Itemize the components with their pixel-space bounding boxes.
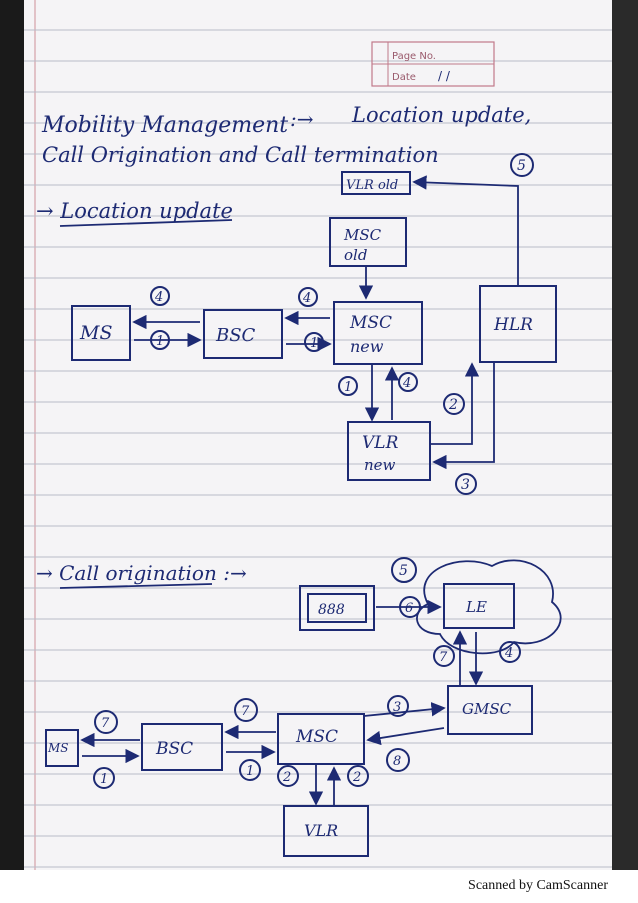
title-line2: Call Origination and Call termination: [42, 143, 439, 167]
title-left: Mobility Management: [41, 113, 288, 138]
notebook-page: Page No. Date / / Mobility Management :→…: [0, 0, 638, 870]
bsc2-box: [141, 723, 223, 771]
call-origination-arrows: [80, 599, 484, 806]
lu-step: 4: [302, 291, 311, 306]
le-box: [443, 583, 515, 629]
lu-step: 1: [344, 380, 352, 395]
date-value: / /: [438, 69, 451, 83]
terminal-box: [299, 585, 375, 631]
co-step: 3: [393, 700, 401, 715]
vlr-new-label-2: new: [364, 456, 396, 474]
co-step: 6: [405, 601, 413, 616]
date-label: Date: [392, 72, 416, 83]
scan-shadow-left: [0, 0, 24, 870]
bsc2-label: BSC: [155, 739, 193, 759]
call-origination-heading: → Call origination :→: [36, 561, 247, 585]
title-right: Location update,: [351, 103, 531, 127]
msc2-label: MSC: [295, 727, 338, 747]
vlr2-box: [283, 805, 369, 857]
lu-step: 5: [517, 158, 526, 174]
msc-new-label-1: MSC: [349, 313, 392, 333]
terminal-screen: [307, 593, 367, 623]
co-step: 4: [504, 646, 513, 661]
gmsc-box: [447, 685, 533, 735]
vlr-old-label: VLR old: [346, 178, 398, 193]
msc-new-box: [333, 301, 423, 365]
lu-step: 1: [156, 334, 164, 349]
scan-shadow-right: [612, 0, 638, 870]
terminal-label: 888: [318, 602, 345, 618]
msc-old-label-1: MSC: [343, 226, 382, 244]
page-date-stamp: Page No. Date / /: [371, 41, 495, 87]
vlr2-label: VLR: [304, 821, 338, 840]
call-origination-steps: 5 6 7 4 3 8 7 1 7 1 2 2: [93, 557, 521, 789]
msc-old-box: [329, 217, 407, 267]
vlr-old-box: [341, 171, 411, 195]
co-step: 1: [246, 764, 254, 779]
vlr-new-box: [347, 421, 431, 481]
hlr-label: HLR: [493, 315, 533, 335]
co-step: 2: [282, 770, 291, 785]
ms-label: MS: [79, 322, 112, 344]
vlr-new-label-1: VLR: [362, 433, 399, 453]
lu-step: 4: [402, 376, 411, 391]
ms-box: [71, 305, 131, 361]
lu-step: 4: [154, 290, 163, 305]
heading-underline: [59, 219, 233, 227]
location-update-heading: → Location update: [36, 199, 233, 223]
lu-step: 1: [310, 336, 318, 351]
title-arrow: :→: [290, 107, 314, 131]
bsc-box: [203, 309, 283, 359]
co-step: 5: [399, 563, 408, 579]
ms2-box: [45, 729, 79, 767]
heading-underline: [59, 583, 213, 589]
network-cloud: [416, 559, 562, 655]
bsc-label: BSC: [215, 325, 256, 346]
co-step: 8: [393, 754, 401, 769]
co-step: 7: [439, 650, 448, 665]
msc2-box: [277, 713, 365, 765]
msc-new-label-2: new: [350, 337, 384, 356]
location-update-steps: 4 1 4 1 1 4 2 3 5: [150, 153, 534, 495]
ms2-label: MS: [47, 741, 69, 755]
le-label: LE: [465, 598, 487, 616]
gmsc-label: GMSC: [462, 700, 512, 718]
co-step: 1: [100, 772, 108, 787]
lu-step: 3: [461, 477, 470, 493]
msc-old-label-2: old: [344, 246, 367, 264]
footer-bar: Scanned by CamScanner: [0, 870, 638, 903]
lu-step: 2: [448, 397, 458, 413]
co-step: 7: [241, 704, 250, 719]
co-step: 2: [352, 770, 361, 785]
location-update-arrows: [132, 175, 519, 470]
scanner-credit: Scanned by CamScanner: [468, 878, 608, 893]
co-step: 7: [101, 716, 110, 731]
page-no-label: Page No.: [392, 51, 436, 62]
